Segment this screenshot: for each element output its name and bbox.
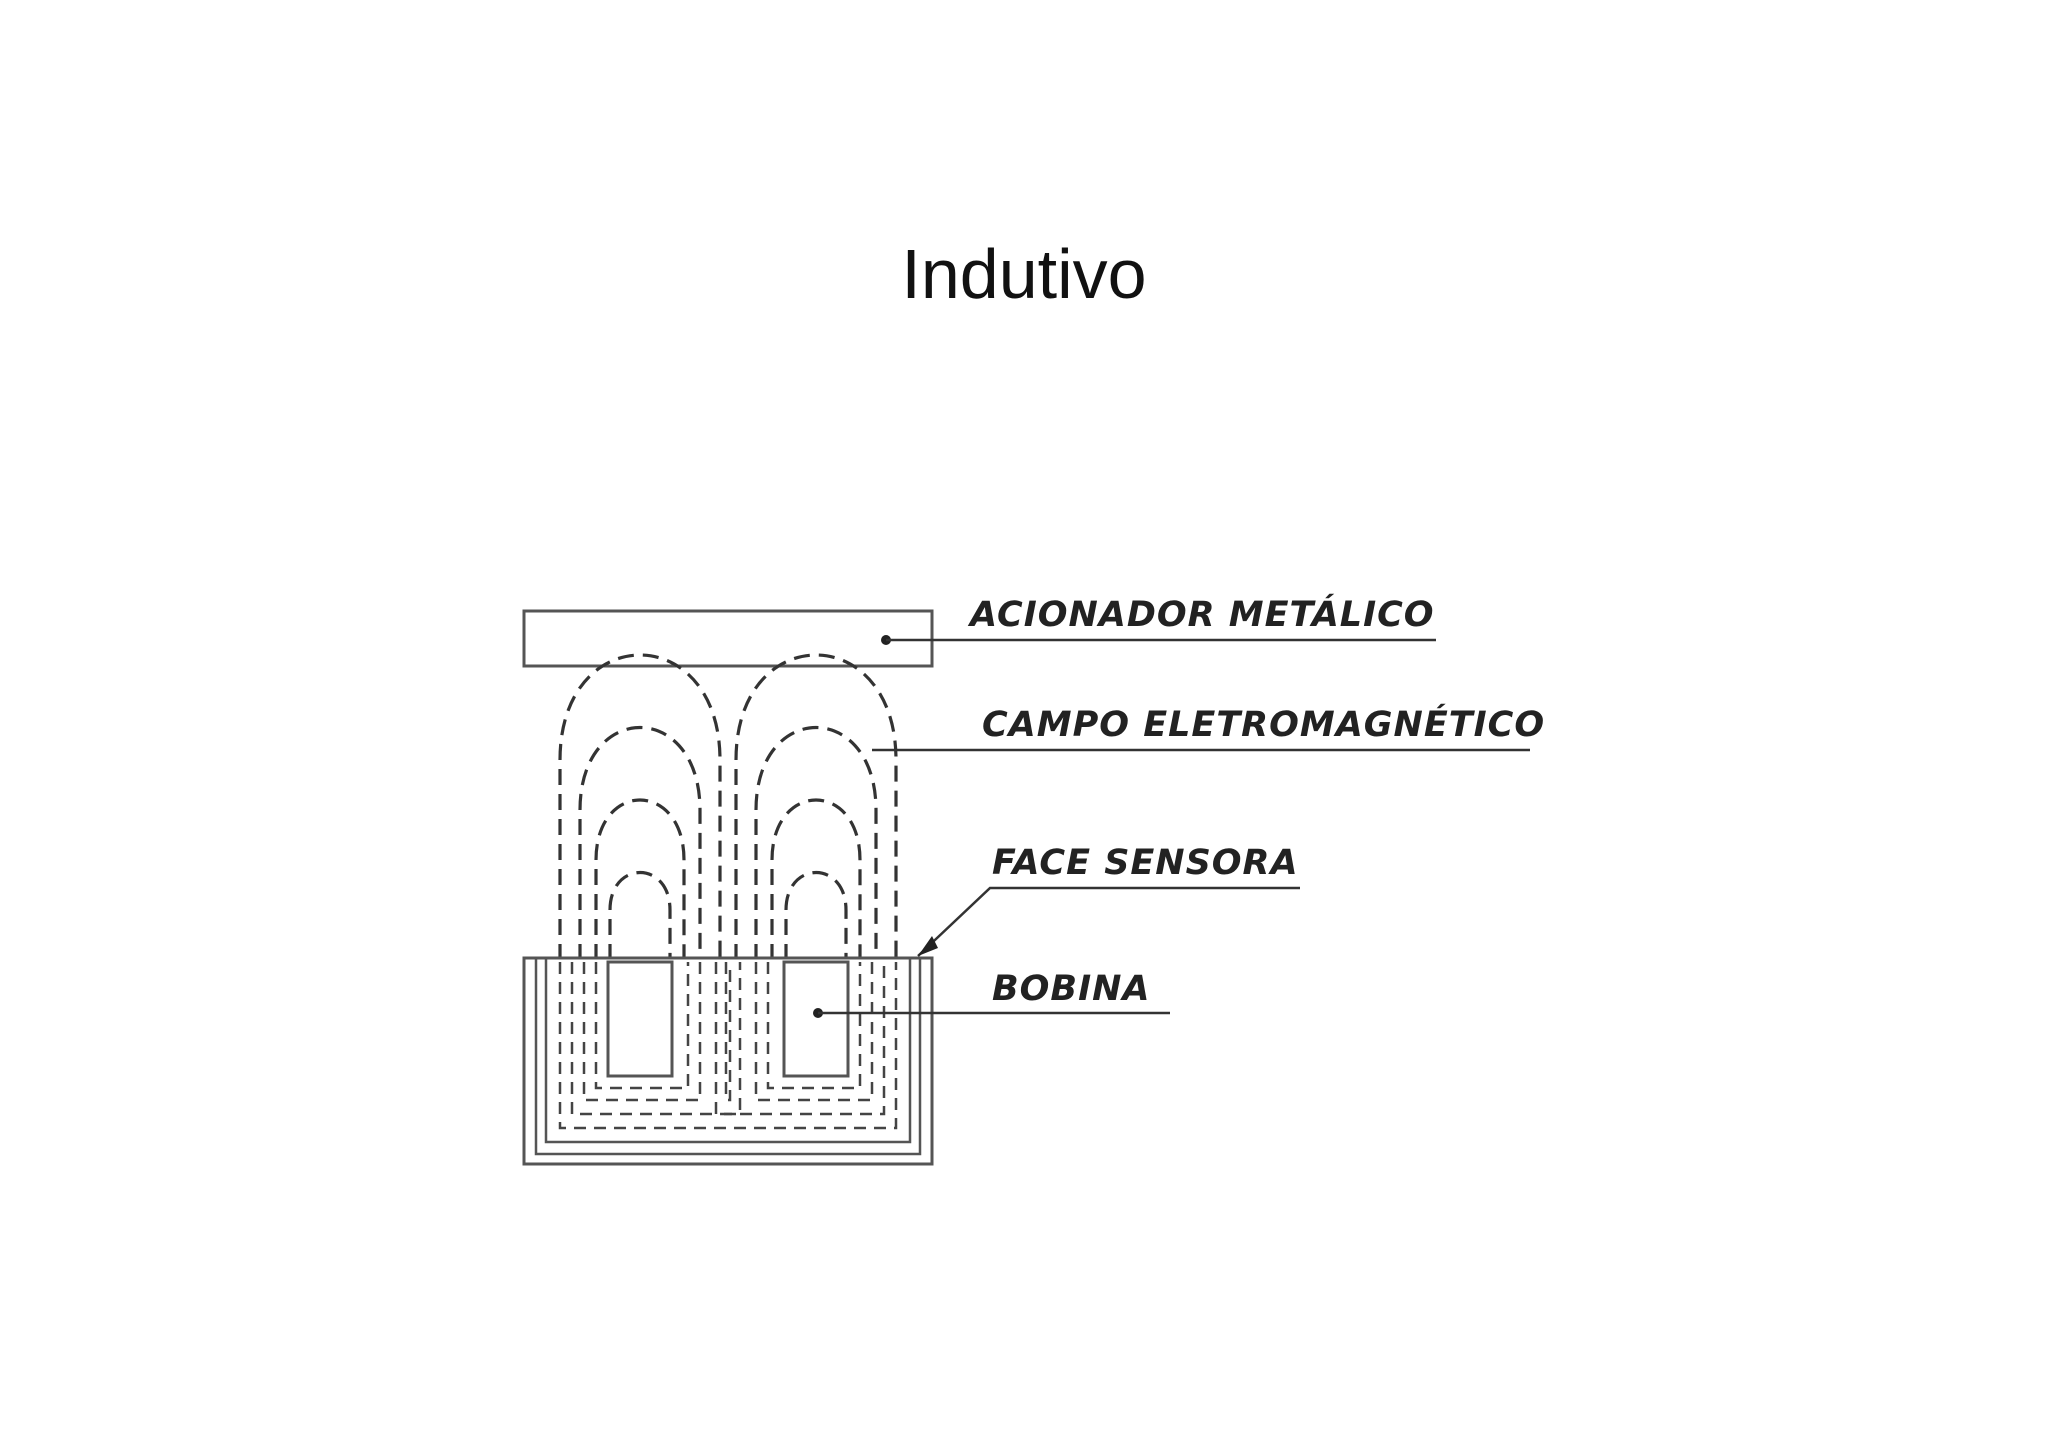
label-electromagnetic-field: CAMPO ELETROMAGNÉTICO bbox=[982, 703, 1545, 745]
label-sensor-face: FACE SENSORA bbox=[992, 843, 1299, 883]
sensor-housing bbox=[522, 956, 934, 1166]
slide-title: Indutivo bbox=[901, 235, 1147, 313]
leader-lines bbox=[818, 638, 1530, 1015]
metal-actuator bbox=[522, 609, 934, 668]
label-metal-actuator: ACIONADOR METÁLICO bbox=[967, 593, 1435, 635]
electromagnetic-field bbox=[558, 653, 898, 960]
coil-windings bbox=[558, 962, 898, 1130]
label-coil: BOBINA bbox=[992, 969, 1151, 1009]
coil-cores bbox=[606, 960, 850, 1078]
